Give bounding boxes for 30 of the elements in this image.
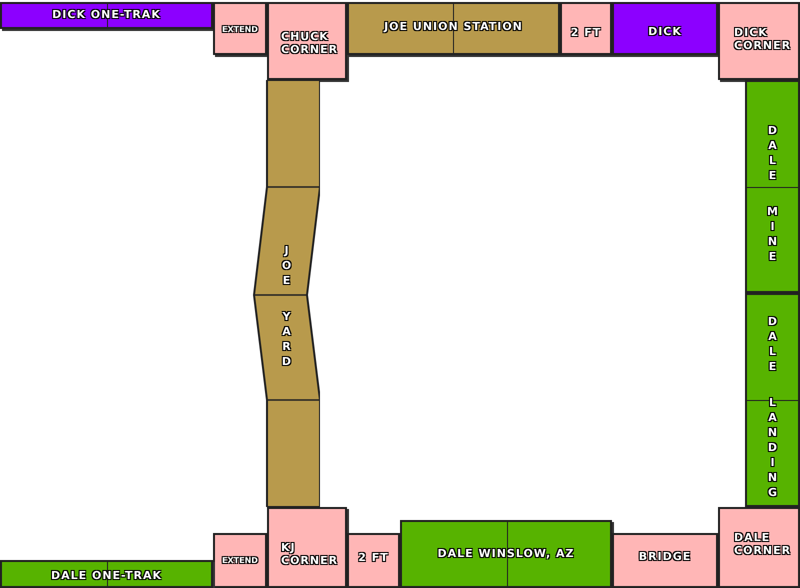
layout-module [718,507,800,588]
section-label: BRIDGE [638,550,692,563]
section-label: CHUCK CORNER [281,30,340,56]
layout-module [253,80,320,507]
section-label: KJ CORNER [281,541,340,567]
section-label: 2 FT [570,26,602,39]
section-label: JOE YARD [280,244,293,370]
layout-module [0,560,213,588]
layout-module [213,533,267,588]
layout-module [745,293,800,507]
layout-module [745,80,800,293]
layout-module [718,2,800,80]
layout-module [267,507,347,588]
section-label: DALE LANDING [766,315,779,501]
layout-module [612,2,718,55]
section-label: 2 FT [357,551,390,564]
layout-module [0,2,213,29]
section-label: DICK CORNER [734,26,792,52]
layout-module [347,533,400,588]
section-label: DICK [647,25,683,38]
layout-module [347,2,560,55]
section-label: DALE CORNER [734,531,792,557]
layout-module [267,2,347,80]
section-label: EXTEND [221,24,259,36]
layout-module [400,520,612,588]
layout-module [612,533,718,588]
section-label: DALE MINE [766,124,779,265]
section-label: EXTEND [221,555,259,567]
layout-module [560,2,612,55]
layout-module [213,2,267,55]
